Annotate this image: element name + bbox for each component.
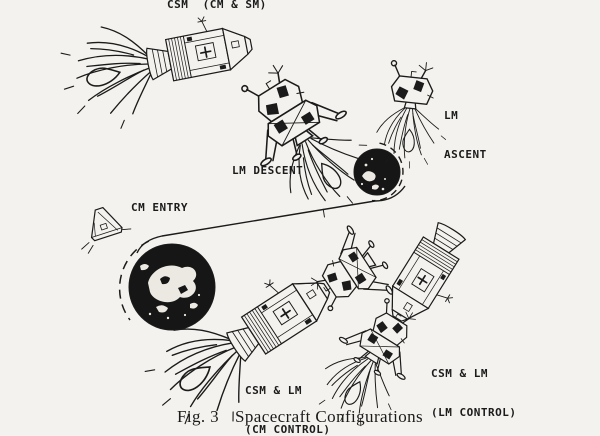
label-lm-ascent-line2: ASCENT xyxy=(444,148,487,161)
label-lm-ascent-line1: LM xyxy=(444,109,459,122)
csm-spacecraft xyxy=(53,8,256,139)
lm-descent-spacecraft xyxy=(220,46,390,229)
label-csm-lm-cm-control: CSM & LM (CM CONTROL) xyxy=(245,358,330,436)
earth xyxy=(118,240,216,331)
earth-dashed-arc xyxy=(118,240,150,321)
moon xyxy=(353,142,404,202)
label-cm-control-line1: CSM & LM xyxy=(245,384,302,397)
lm-ascent-spacecraft xyxy=(372,58,450,173)
label-lm-descent: LM DESCENT xyxy=(232,164,304,177)
engine-plume xyxy=(53,18,162,139)
label-lm-control-line1: CSM & LM xyxy=(431,367,488,380)
trajectory-line xyxy=(136,185,406,254)
capsule-body xyxy=(70,200,135,256)
label-cm-control-line2: (CM CONTROL) xyxy=(245,423,331,436)
label-cm-entry: CM ENTRY xyxy=(131,201,188,214)
figure-title: Spacecraft Configurations xyxy=(235,407,424,426)
moon-dashed-arc xyxy=(371,142,404,202)
lm-ascent-body xyxy=(386,58,438,106)
lm-body xyxy=(220,46,354,178)
csm-body xyxy=(140,8,256,86)
label-lm-ascent: LM ASCENT xyxy=(444,83,487,187)
label-csm: CSM (CM & SM) xyxy=(167,0,267,11)
csm-body xyxy=(212,255,340,368)
earth-continents xyxy=(148,265,197,303)
cm-entry-capsule xyxy=(70,200,135,256)
label-csm-lm-lm-control: CSM & LM (LM CONTROL) xyxy=(431,341,516,436)
figure-caption: Fig. 3 Spacecraft Configurations xyxy=(0,407,600,427)
label-lm-control-line2: (LM CONTROL) xyxy=(431,406,517,419)
figure-number: Fig. 3 xyxy=(176,407,220,426)
